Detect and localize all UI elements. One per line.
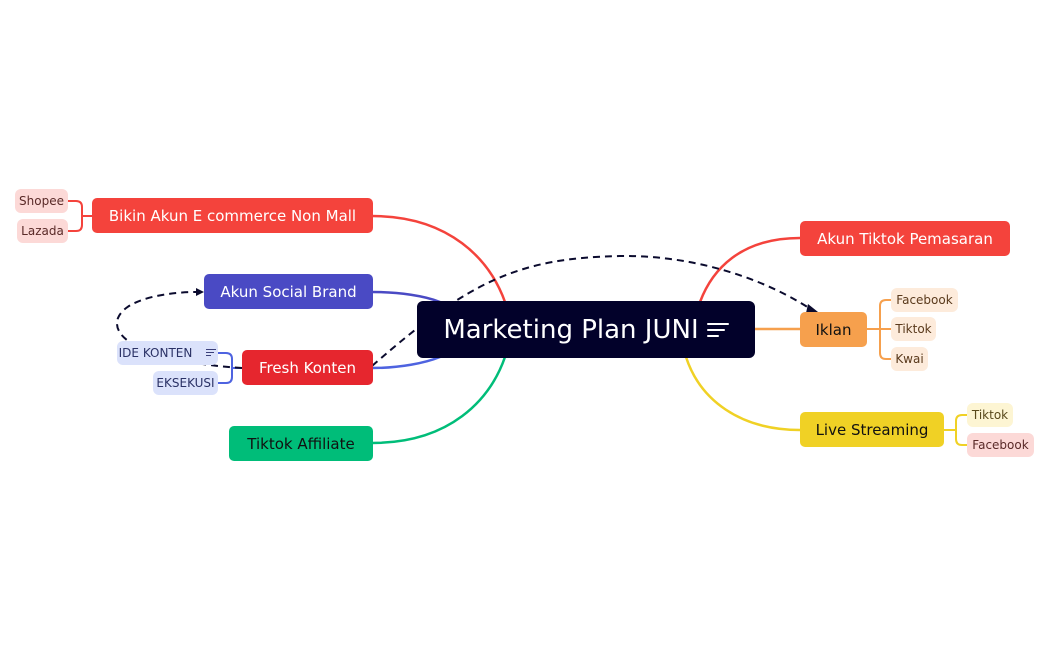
link-live-streaming — [684, 356, 801, 432]
subtopic-eksekusi[interactable]: EKSEKUSI — [153, 371, 218, 395]
subtopic-label: Lazada — [21, 224, 64, 238]
subtopic-iklan-facebook[interactable]: Facebook — [891, 288, 958, 312]
subtopic-label: Kwai — [895, 352, 924, 366]
subtopic-label: Shopee — [19, 194, 64, 208]
topic-bikin-akun-ecommerce[interactable]: Bikin Akun E commerce Non Mall — [92, 198, 373, 233]
subtopic-iklan-tiktok[interactable]: Tiktok — [891, 317, 936, 341]
link-tiktok-pemasaran — [698, 236, 801, 303]
link-tiktok-affiliate — [371, 356, 507, 445]
subtopic-iklan-kwai[interactable]: Kwai — [891, 347, 928, 371]
subtopic-label: EKSEKUSI — [156, 376, 215, 390]
topic-fresh-konten[interactable]: Fresh Konten — [242, 350, 373, 385]
link-live-children — [943, 414, 967, 446]
topic-label: Akun Tiktok Pemasaran — [817, 229, 993, 248]
topic-akun-social-brand[interactable]: Akun Social Brand — [204, 274, 373, 309]
arrowhead-iklan — [806, 304, 818, 313]
topic-akun-tiktok-pemasaran[interactable]: Akun Tiktok Pemasaran — [800, 221, 1010, 256]
subtopic-lazada[interactable]: Lazada — [17, 219, 68, 243]
topic-label: Bikin Akun E commerce Non Mall — [108, 206, 357, 225]
link-fresh-konten — [371, 355, 441, 370]
link-social-brand — [371, 290, 441, 304]
root-topic[interactable]: Marketing Plan JUNI — [417, 301, 755, 358]
topic-label: Fresh Konten — [258, 358, 357, 377]
topic-label: Akun Social Brand — [220, 282, 357, 301]
topic-iklan[interactable]: Iklan — [800, 312, 867, 347]
link-shopee — [68, 200, 92, 232]
subtopic-live-facebook[interactable]: Facebook — [967, 433, 1034, 457]
notes-icon[interactable] — [206, 349, 217, 357]
subtopic-label: Tiktok — [971, 408, 1009, 422]
subtopic-label: IDE KONTEN — [118, 346, 193, 360]
subtopic-label: Tiktok — [895, 322, 932, 336]
subtopic-label: Facebook — [972, 438, 1029, 452]
link-ecommerce — [371, 214, 507, 303]
subtopic-live-tiktok[interactable]: Tiktok — [967, 403, 1013, 427]
subtopic-shopee[interactable]: Shopee — [15, 189, 68, 213]
link-iklan-children — [866, 299, 891, 360]
subtopic-ide-konten[interactable]: IDE KONTEN — [117, 341, 218, 365]
notes-icon[interactable] — [706, 322, 729, 338]
subtopic-label: Facebook — [896, 293, 953, 307]
topic-tiktok-affiliate[interactable]: Tiktok Affiliate — [229, 426, 373, 461]
topic-label: Iklan — [815, 320, 852, 339]
root-label: Marketing Plan JUNI — [443, 314, 699, 345]
topic-live-streaming[interactable]: Live Streaming — [800, 412, 944, 447]
topic-label: Live Streaming — [815, 420, 929, 439]
topic-label: Tiktok Affiliate — [247, 434, 355, 453]
arrowhead-social — [196, 288, 204, 296]
